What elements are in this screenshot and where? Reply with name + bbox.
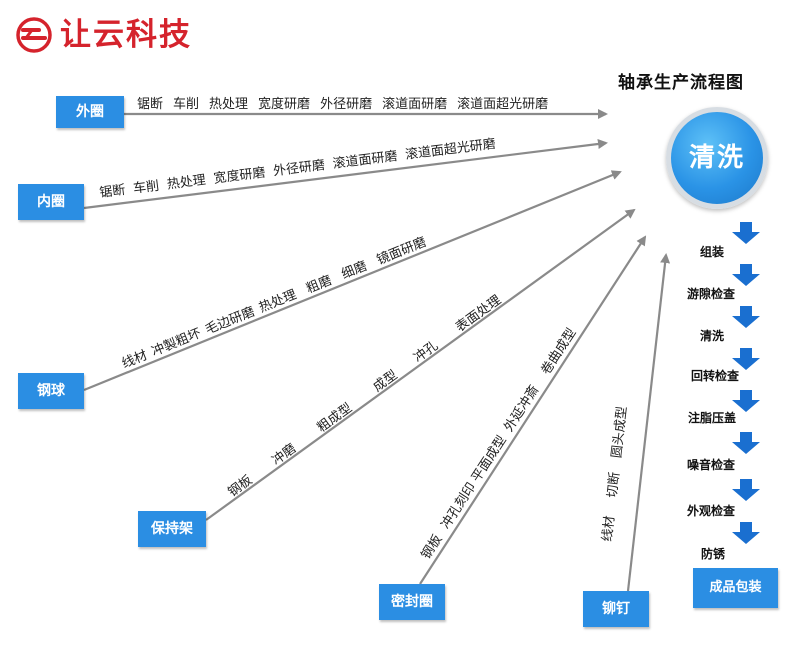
process-step: 锯断 — [137, 97, 163, 112]
process-steps-outer-ring: 锯断车削热处理宽度研磨外径研磨滚道面研磨滚道面超光研磨 — [137, 96, 548, 112]
process-step: 粗成型 — [315, 401, 355, 436]
step-label: 回转检查 — [691, 369, 740, 383]
process-step: 宽度研磨 — [258, 96, 310, 112]
brand-logo-icon — [16, 17, 52, 53]
process-step: 冲製粗坏 — [150, 326, 204, 359]
component-box-seal: 密封圈 — [379, 584, 445, 620]
branch-arrow-inner-ring — [83, 139, 608, 210]
process-steps-rivet: 线材 切断 圆头成型 — [600, 406, 630, 543]
component-box-rivet: 铆钉 — [583, 591, 649, 627]
process-step: 毛边研磨 — [203, 304, 257, 337]
step-label: 游隙检查 — [687, 287, 736, 301]
process-step: 外径研磨 — [320, 97, 372, 112]
process-steps-inner-ring: 锯断车削热处理宽度研磨外径研磨滚道面研磨滚道面超光研磨 — [99, 136, 497, 201]
process-step: 锯断 — [99, 183, 127, 201]
process-step: 圆头成型 — [610, 406, 631, 459]
step-label: 外观检查 — [687, 504, 736, 518]
process-step: 车削 — [173, 96, 199, 112]
process-step: 外径研磨 — [272, 158, 325, 179]
process-step: 线材 — [120, 348, 150, 372]
step-label: 噪音检查 — [687, 458, 736, 472]
process-step: 宽度研磨 — [213, 164, 267, 186]
component-box-steel-ball: 钢球 — [18, 373, 84, 409]
branch-arrow-seal — [419, 235, 647, 585]
process-step: 表面处理 — [453, 293, 504, 336]
process-step: 车削 — [132, 178, 160, 197]
process-step: 线材 — [600, 515, 618, 543]
process-step: 镜面研磨 — [375, 235, 429, 268]
process-steps-steel-ball: 线材冲製粗坏毛边研磨热处理粗磨细磨镜面研磨 — [120, 235, 429, 372]
branch-arrow-cage — [205, 208, 636, 521]
wash-node-circle — [666, 107, 768, 209]
process-steps-seal: 钢板冲孔刻印平面成型外延冲斎卷曲成型 — [418, 325, 580, 562]
final-step-box: 成品包装 — [693, 568, 778, 608]
process-step: 滚道面研磨 — [382, 96, 447, 112]
step-label: 防锈 — [701, 547, 726, 561]
wash-node-label: 清洗 — [688, 143, 745, 173]
brand-name: 让云科技 — [60, 17, 192, 53]
diagram-title: 轴承生产流程图 — [618, 73, 744, 93]
process-step: 滚道面研磨 — [332, 148, 398, 172]
branch-arrow-steel-ball — [83, 170, 622, 392]
component-box-cage: 保持架 — [138, 511, 206, 547]
step-label: 组装 — [700, 245, 725, 259]
process-step: 切断 — [605, 471, 623, 499]
branch-arrow-rivet — [626, 253, 671, 592]
component-box-inner-ring: 内圈 — [18, 184, 84, 220]
process-step: 热处理 — [209, 97, 248, 112]
process-step: 滚道面超光研磨 — [457, 96, 548, 112]
process-steps-cage: 钢板冲磨粗成型成型冲孔表面处理 — [226, 293, 505, 500]
process-step: 热处理 — [166, 173, 207, 193]
process-step: 钢板 — [419, 532, 446, 562]
step-label: 清洗 — [700, 329, 725, 343]
component-box-outer-ring: 外圈 — [56, 96, 124, 128]
step-label: 注脂压盖 — [688, 411, 737, 425]
